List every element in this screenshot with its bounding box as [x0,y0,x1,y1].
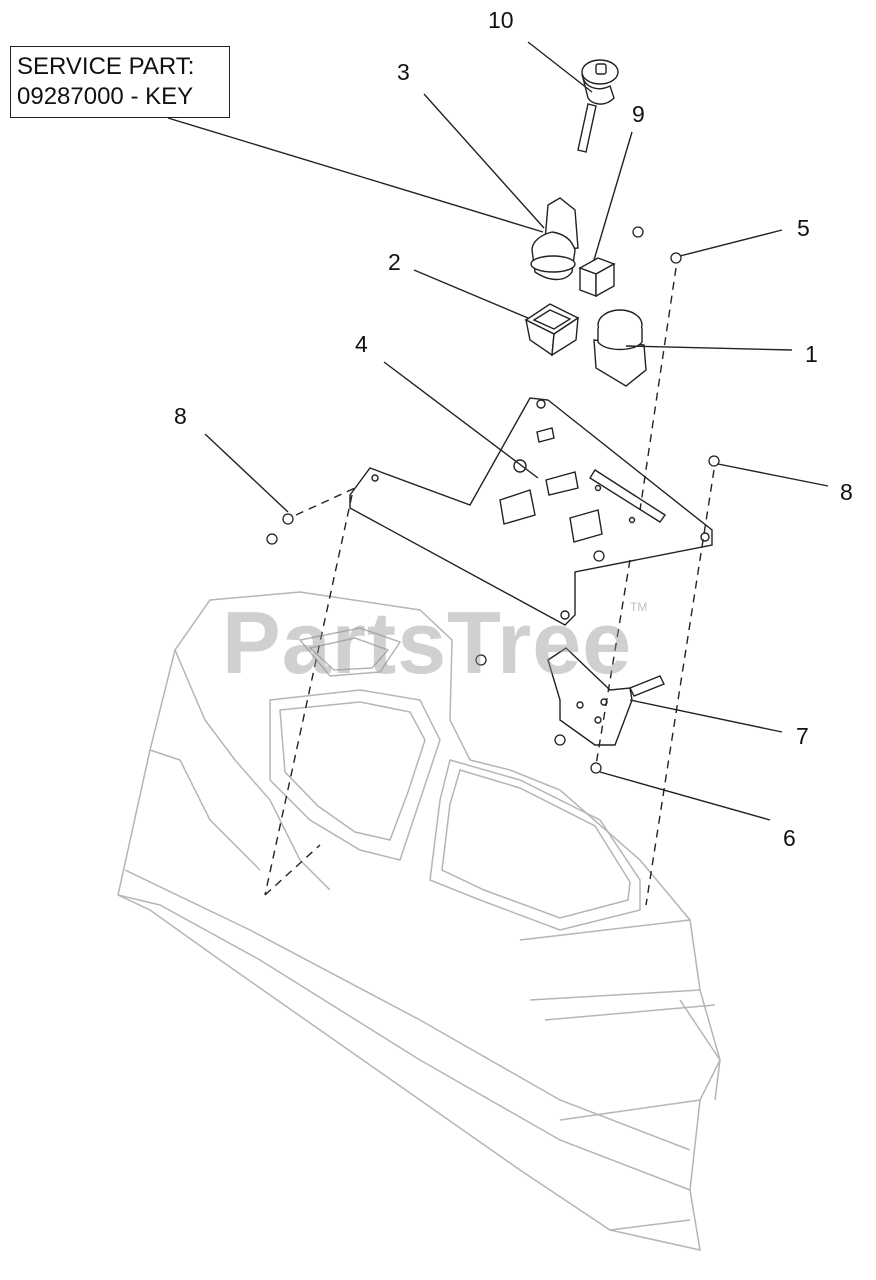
rocker-switch [524,303,580,357]
service-part-number: 09287000 - KEY [17,83,194,110]
console-housing [117,591,721,1251]
assembly-lines [264,267,715,906]
hardware [266,226,720,774]
mounting-plate [349,397,713,626]
callout-10: 10 [488,7,514,33]
key-part [577,59,619,153]
leader-lines [167,41,829,821]
callout-7: 7 [796,723,809,749]
watermark-text: PartsTree [222,593,633,692]
ignition-switch [530,197,579,281]
callout-5: 5 [797,215,810,241]
brake-bracket [547,647,665,746]
callout-8-left: 8 [174,403,187,429]
callout-4: 4 [355,331,368,357]
callout-9: 9 [632,101,645,127]
callout-6: 6 [783,825,796,851]
callout-2: 2 [388,249,401,275]
service-part-title: SERVICE PART: [17,53,195,80]
callout-3: 3 [397,59,410,85]
callout-8-right: 8 [840,479,853,505]
watermark-tm: TM [630,600,648,614]
service-part-box: SERVICE PART: 09287000 - KEY [10,46,230,118]
callout-labels: 10 3 9 5 2 1 4 8 8 7 6 [174,7,853,851]
small-switch [578,257,616,298]
callout-1: 1 [805,341,818,367]
pto-switch [593,309,647,387]
